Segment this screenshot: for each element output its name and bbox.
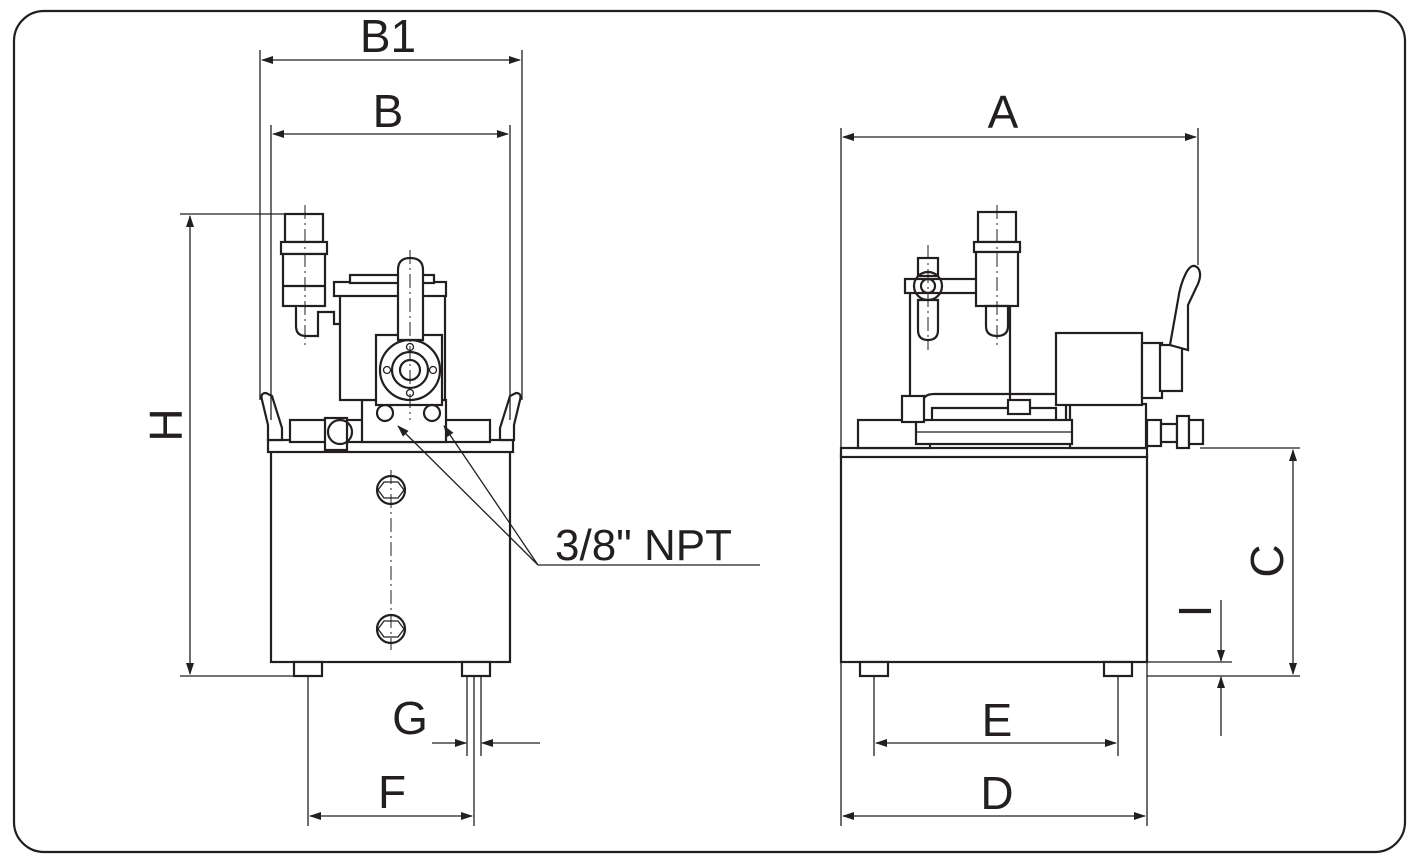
front-view [260,205,522,678]
label-d: D [980,767,1013,819]
label-a: A [988,86,1019,138]
side-view [839,205,1205,678]
label-f: F [378,766,406,818]
label-npt: 3/8" NPT [555,521,732,570]
label-b1: B1 [360,10,416,62]
label-e: E [982,694,1013,746]
label-b: B [373,85,404,137]
label-i: I [1169,605,1221,618]
drawing-frame [12,9,1407,854]
label-c: C [1241,544,1293,577]
label-h: H [140,408,192,441]
label-g: G [392,692,428,744]
side-dimensions [840,128,1300,826]
front-dimensions [180,50,760,826]
